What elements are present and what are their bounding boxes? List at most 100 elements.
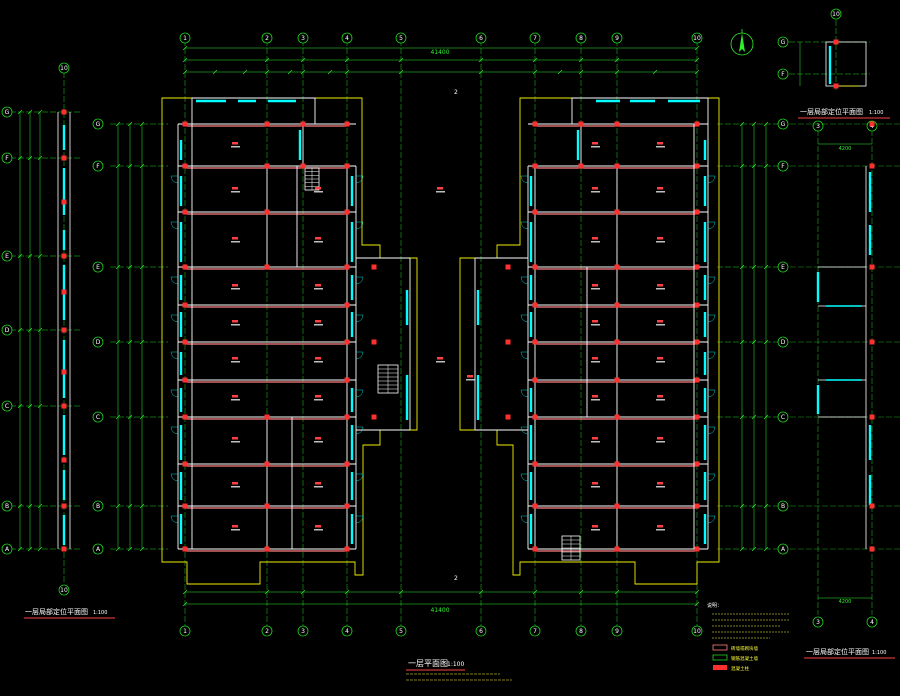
- top-right-detail-title-block: 一层局部定位平面图 1:100: [798, 107, 890, 119]
- dim-tick-bottom-0-0: [182, 589, 188, 595]
- axis-bubble-top-5-label: 5: [399, 35, 403, 42]
- door-swing-l-5: [355, 389, 364, 398]
- axis-bubble-bottom-9-circle: [611, 625, 623, 637]
- left-detail-tick-1-6: [27, 109, 33, 115]
- room-tag-l1-0: [232, 142, 238, 145]
- axis-bubble-left-D-label: D: [96, 339, 101, 346]
- br-detail-column-2: [869, 414, 875, 420]
- left-detail-tick-2-0: [37, 546, 43, 552]
- column-l-a-9: [182, 503, 188, 509]
- axis-bubble-bottom-7-label: 7: [533, 628, 537, 635]
- section-mark-bottom: 2: [454, 575, 458, 582]
- room-tag-r2-9: [657, 525, 663, 528]
- axis-bubble-top-7-label: 7: [533, 35, 537, 42]
- door-swing-l-3: [355, 314, 364, 323]
- axis-bubble-left-C-label: C: [96, 414, 100, 421]
- column-r-a-0: [694, 121, 700, 127]
- left-detail-bubble-E-circle: [1, 250, 13, 262]
- room-tag-sub-l2-1: [314, 191, 323, 193]
- room-tag-sub-r2-5: [656, 361, 665, 363]
- room-tag-sub-l2-2: [314, 241, 323, 243]
- axis-bubble-bottom-8-circle: [575, 625, 587, 637]
- room-tag-r1-7: [592, 437, 598, 440]
- left-detail-title-block: 一层局部定位平面图 1:100: [24, 607, 115, 619]
- column-core-0: [371, 264, 377, 270]
- column-r-c-7: [614, 414, 620, 420]
- dim-tick-left-0-5: [115, 163, 121, 169]
- room-tag-l2-3: [315, 284, 321, 287]
- column-core-5: [505, 414, 511, 420]
- axis-bubble-right-B-label: B: [781, 503, 785, 510]
- dim-tick-top-2-7: [344, 69, 350, 75]
- stair-icon: [377, 364, 399, 394]
- room-tag-l1-4: [232, 320, 238, 323]
- room-tag-sub-r1-7: [591, 441, 600, 443]
- room-tag-sub-l1-5: [231, 361, 240, 363]
- column-r-c-2: [614, 209, 620, 215]
- left-detail-bubble-top-10-circle: [58, 62, 70, 74]
- axis-bubble-left-G-circle: [92, 118, 104, 130]
- dim-tick-top-2-15: [694, 69, 700, 75]
- room-tag-sub-hall-0: [436, 191, 445, 193]
- room-tag-sub-r1-9: [591, 529, 600, 531]
- left-detail-tick-1-3: [27, 327, 33, 333]
- room-tag-sub-l2-7: [314, 441, 323, 443]
- door-swing-l-6: [355, 426, 364, 435]
- axis-bubble-right-A-circle: [777, 543, 789, 555]
- room-tag-sub-r1-5: [591, 361, 600, 363]
- dim-tick-top-2-13: [614, 69, 620, 75]
- dim-tick-left-0-3: [115, 339, 121, 345]
- room-tag-sub-r2-0: [656, 146, 665, 148]
- axis-bubble-left-F-circle: [92, 160, 104, 172]
- dim-tick-top-1-0: [182, 57, 188, 63]
- left-detail-tick-1-5: [27, 155, 33, 161]
- left-detail-bubble-bottom-10-circle: [58, 584, 70, 596]
- axis-bubble-left-B-circle: [92, 500, 104, 512]
- axis-bubble-top-10-circle: [691, 32, 703, 44]
- column-l-a-0: [182, 121, 188, 127]
- axis-bubble-left-E-circle: [92, 261, 104, 273]
- column-l-a-7: [182, 414, 188, 420]
- room-tag-sub-l1-7: [231, 441, 240, 443]
- dim-tick-right-2-0: [763, 546, 769, 552]
- room-tag-sub-l1-2: [231, 241, 240, 243]
- legend-item-concrete-wall: 钢筋混凝土墙: [731, 655, 758, 662]
- dim-tick-left-0-1: [115, 503, 121, 509]
- axis-bubble-left-C: C: [92, 411, 104, 423]
- left-detail-bubble-A-circle: [1, 543, 13, 555]
- room-tag-r2-4: [657, 320, 663, 323]
- dim-tick-bottom-0-1: [264, 589, 270, 595]
- door-swing-r-0: [520, 175, 529, 184]
- left-detail-column-1: [61, 503, 67, 509]
- dim-tick-bottom-1-0: [182, 601, 188, 607]
- room-tag-sub-l1-0: [231, 146, 240, 148]
- room-tag-l1-8: [232, 482, 238, 485]
- axis-bubble-bottom-2-label: 2: [265, 628, 269, 635]
- column-r-c-9: [614, 503, 620, 509]
- room-tag-r1-4: [592, 320, 598, 323]
- axis-bubble-left-G: G: [92, 118, 104, 130]
- dim-tick-top-2-5: [300, 69, 306, 75]
- axis-bubble-top-8-label: 8: [579, 35, 583, 42]
- door-swing-ro-1: [707, 221, 716, 230]
- room-tag-sub-l1-6: [231, 399, 240, 401]
- room-tags: [231, 142, 665, 531]
- room-tag-r2-3: [657, 284, 663, 287]
- dim-tick-right-2-1: [763, 503, 769, 509]
- legend-swatch-column: [713, 665, 727, 670]
- main-plan-scale: 1:100: [447, 661, 464, 668]
- door-swing-lo-6: [170, 426, 179, 435]
- column-l-top-1: [300, 163, 306, 169]
- axis-bubble-top-6-circle: [475, 32, 487, 44]
- left-detail-tick-0-4: [17, 253, 23, 259]
- left-detail-tick-1-2: [27, 403, 33, 409]
- axis-bubble-left-A-circle: [92, 543, 104, 555]
- room-tag-sub-r1-1: [591, 191, 600, 193]
- dim-tick-left-1-1: [127, 503, 133, 509]
- axis-bubble-right-C: C: [777, 411, 789, 423]
- axis-bubble-bottom-6-circle: [475, 625, 487, 637]
- axis-bubble-left-A: A: [92, 543, 104, 555]
- dim-tick-top-2-8: [398, 69, 404, 75]
- dim-tick-left-2-6: [139, 121, 145, 127]
- room-tag-sub-r2-6: [656, 399, 665, 401]
